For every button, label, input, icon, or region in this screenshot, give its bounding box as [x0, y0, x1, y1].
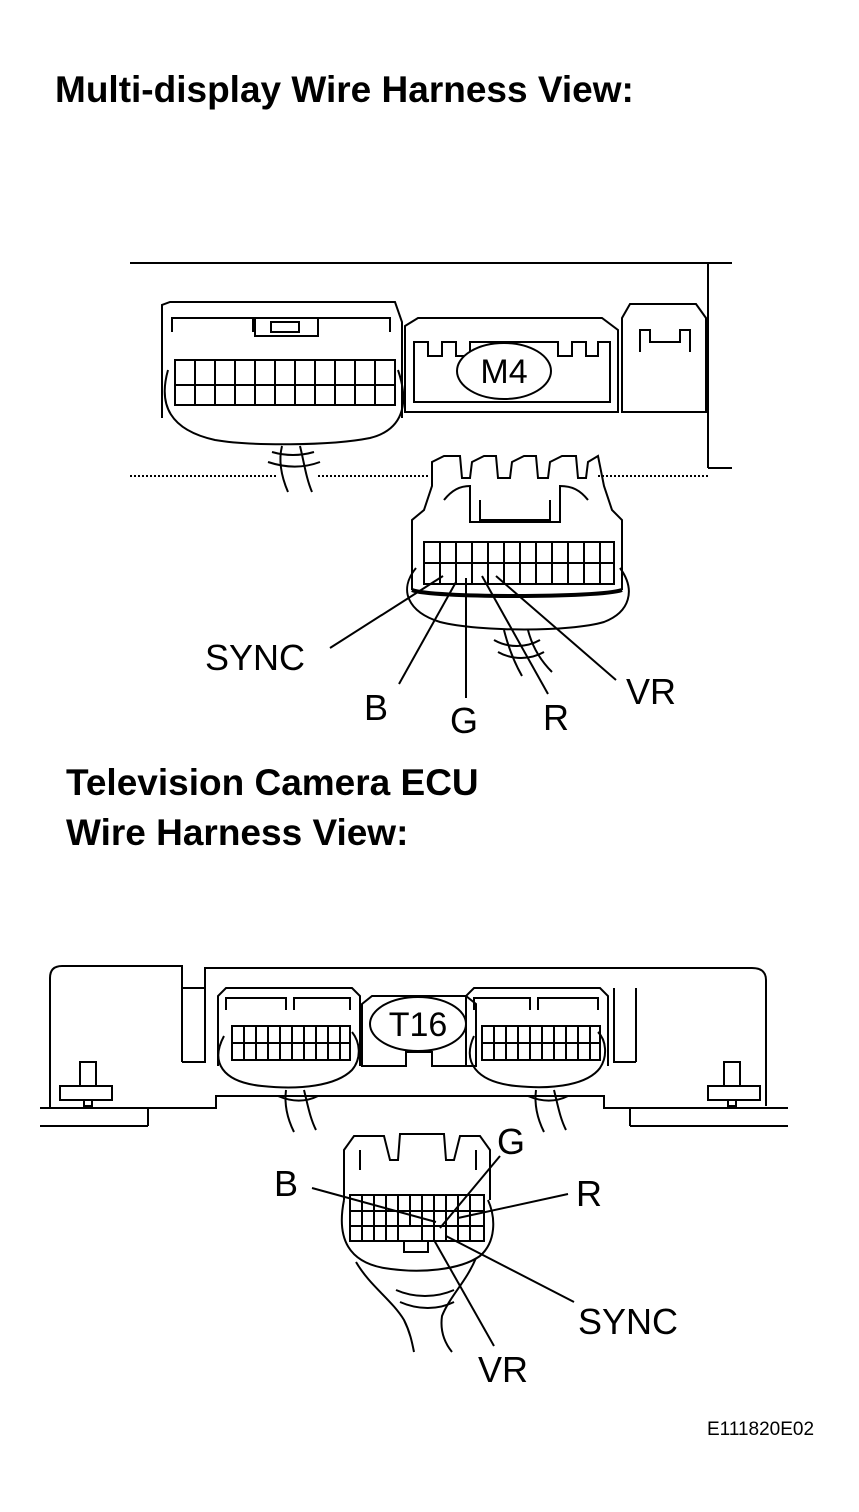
camera-ecu-right-connector: [465, 987, 609, 1133]
camera-ecu-title-line1: Television Camera ECU: [66, 762, 479, 803]
multi-display-pin-g: G: [450, 700, 478, 741]
multi-display-left-connector: [161, 301, 405, 493]
multi-display-pin-r: R: [543, 697, 569, 738]
m4-connector-label: M4: [480, 353, 527, 391]
m4-socket: [404, 317, 619, 413]
multi-display-unit-outline: [130, 262, 732, 477]
t16-connector-label: T16: [389, 1006, 448, 1044]
camera-ecu-pin-b: B: [274, 1163, 298, 1204]
camera-ecu-pin-vr: VR: [478, 1349, 528, 1390]
camera-ecu-housing: [40, 965, 788, 1127]
figure-code: E111820E02: [707, 1419, 815, 1440]
multi-display-title: Multi-display Wire Harness View:: [55, 69, 634, 110]
camera-ecu-left-connector: [217, 987, 361, 1133]
camera-ecu-pin-r: R: [576, 1173, 602, 1214]
camera-ecu-leader-lines: [311, 1155, 575, 1347]
camera-ecu-plug: [340, 1133, 495, 1353]
multi-display-pin-b: B: [364, 687, 388, 728]
camera-ecu-pin-g: G: [497, 1121, 525, 1162]
multi-display-pin-vr: VR: [626, 671, 676, 712]
multi-display-right-connector: [621, 303, 707, 413]
camera-ecu-title-line2: Wire Harness View:: [66, 812, 409, 853]
multi-display-plug: [406, 454, 630, 677]
camera-ecu-pin-sync: SYNC: [578, 1301, 678, 1342]
multi-display-leader-lines: [329, 575, 617, 698]
multi-display-pin-sync: SYNC: [205, 637, 305, 678]
